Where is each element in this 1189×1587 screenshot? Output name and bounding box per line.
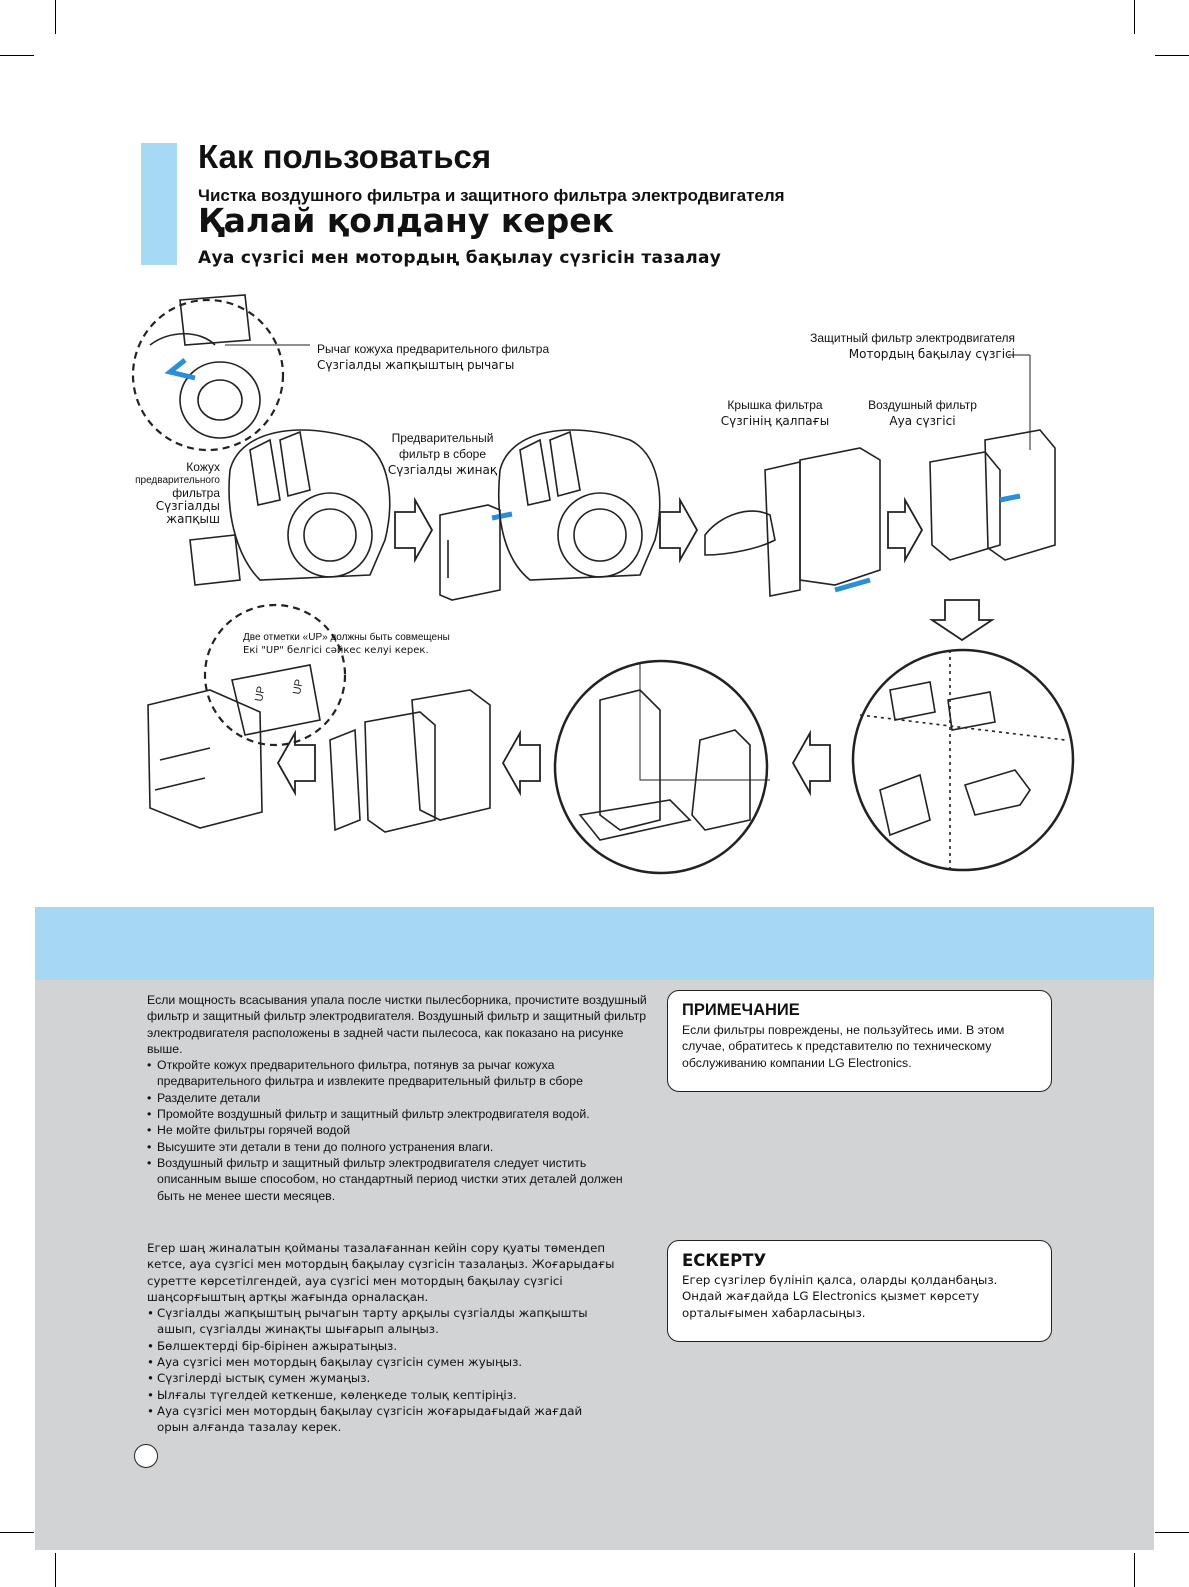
- crop-mark: [55, 1553, 56, 1587]
- crop-mark: [1134, 1553, 1135, 1587]
- label-filter-lid: Крышка фильтра Сүзгінің қалпағы: [720, 398, 830, 428]
- instructions-kz: Егер шаң жиналатын қойманы тазалағаннан …: [147, 1240, 617, 1436]
- instructions-ru: Если мощность всасывания упала после чис…: [147, 992, 647, 1204]
- info-header-band: [35, 907, 1154, 980]
- list-item: Воздушный фильтр и защитный фильтр элект…: [147, 1155, 647, 1204]
- crop-mark: [1134, 0, 1135, 34]
- crop-mark: [55, 0, 56, 34]
- dry-circle: [553, 659, 769, 875]
- crop-mark: [0, 1532, 34, 1533]
- label-prefilter-cover: Кожух предварительного фильтра Сүзгіалды…: [135, 460, 220, 526]
- up-mark-detail-circle: [203, 603, 347, 747]
- list-item: Не мойте фильтры горячей водой: [147, 1122, 647, 1139]
- instructions-intro: Егер шаң жиналатын қойманы тазалағаннан …: [147, 1241, 615, 1304]
- note-box-kz: ЕСКЕРТУ Егер сүзгілер бүлініп қалса, ола…: [667, 1240, 1052, 1342]
- note-title: ЕСКЕРТУ: [682, 1251, 767, 1270]
- label-air-filter: Воздушный фильтр Ауа сүзгісі: [868, 398, 977, 428]
- page-number-circle: [134, 1444, 158, 1468]
- crop-mark: [1155, 1532, 1189, 1533]
- crop-mark: [1155, 55, 1189, 56]
- direction-arrow-icon: [834, 577, 871, 593]
- label-motor-filter: Защитный фильтр электродвигателя Моторды…: [810, 331, 1015, 361]
- step-arrow-icon: [394, 496, 434, 564]
- instructions-intro: Если мощность всасывания упала после чис…: [147, 993, 647, 1056]
- title-accent-bar: [141, 143, 177, 265]
- list-item: Сүзгілерді ыстық сумен жумаңыз.: [147, 1370, 617, 1387]
- page-subtitle-ru: Чистка воздушного фильтра и защитного фи…: [198, 186, 785, 205]
- list-item: Ауа сүзгісі мен мотордың бақылау сүзгісі…: [147, 1354, 617, 1371]
- direction-arrow-icon: [164, 358, 196, 381]
- detail-circle: [131, 298, 285, 452]
- note-box-ru: ПРИМЕЧАНИЕ Если фильтры повреждены, не п…: [667, 990, 1052, 1092]
- label-prefilter-assembly: Предварительный фильтр в сборе Сүзгіалды…: [387, 431, 498, 477]
- page-title-kz: Қалай қолдану керек: [198, 201, 615, 240]
- crop-mark: [0, 55, 34, 56]
- note-text: Егер сүзгілер бүлініп қалса, оларды қолд…: [682, 1273, 998, 1320]
- list-item: Ылғалы түгелдей кеткенше, көлеңкеде толы…: [147, 1387, 617, 1404]
- direction-arrow-icon: [999, 493, 1021, 503]
- note-text: Если фильтры повреждены, не пользуйтесь …: [682, 1023, 1005, 1070]
- page-subtitle-kz: Ауа сүзгісі мен мотордың бақылау сүзгісі…: [198, 248, 722, 268]
- wash-circle: [851, 648, 1075, 872]
- step-arrow-icon: [501, 729, 541, 797]
- up-mark-label: UP: [291, 678, 305, 695]
- page-title-ru: Как пользоваться: [198, 138, 492, 175]
- list-item: Сүзгіалды жапқыштың рычагын тарту арқылы…: [147, 1305, 617, 1338]
- label-up-marks: Две отметки «UP» должны быть совмещены Е…: [243, 632, 450, 656]
- note-title: ПРИМЕЧАНИЕ: [682, 1001, 800, 1019]
- list-item: Ауа сүзгісі мен мотордың бақылау сүзгісі…: [147, 1403, 617, 1436]
- list-item: Высушите эти детали в тени до полного ус…: [147, 1139, 647, 1156]
- list-item: Откройте кожух предварительного фильтра,…: [147, 1057, 647, 1090]
- list-item: Бөлшектерді бір-бірінен ажыратыңыз.: [147, 1338, 617, 1355]
- step-arrow-icon: [659, 496, 699, 564]
- list-item: Разделите детали: [147, 1090, 647, 1107]
- step-arrow-icon: [791, 729, 831, 797]
- direction-arrow-icon: [491, 511, 513, 521]
- filter-cleaning-illustration: UP UP: [131, 294, 1075, 875]
- step-arrow-down-icon: [929, 599, 995, 642]
- list-item: Промойте воздушный фильтр и защитный фил…: [147, 1106, 647, 1123]
- step-arrow-icon: [887, 496, 924, 564]
- label-lever: Рычаг кожуха предварительного фильтра Сү…: [317, 342, 550, 372]
- up-mark-label: UP: [253, 685, 267, 702]
